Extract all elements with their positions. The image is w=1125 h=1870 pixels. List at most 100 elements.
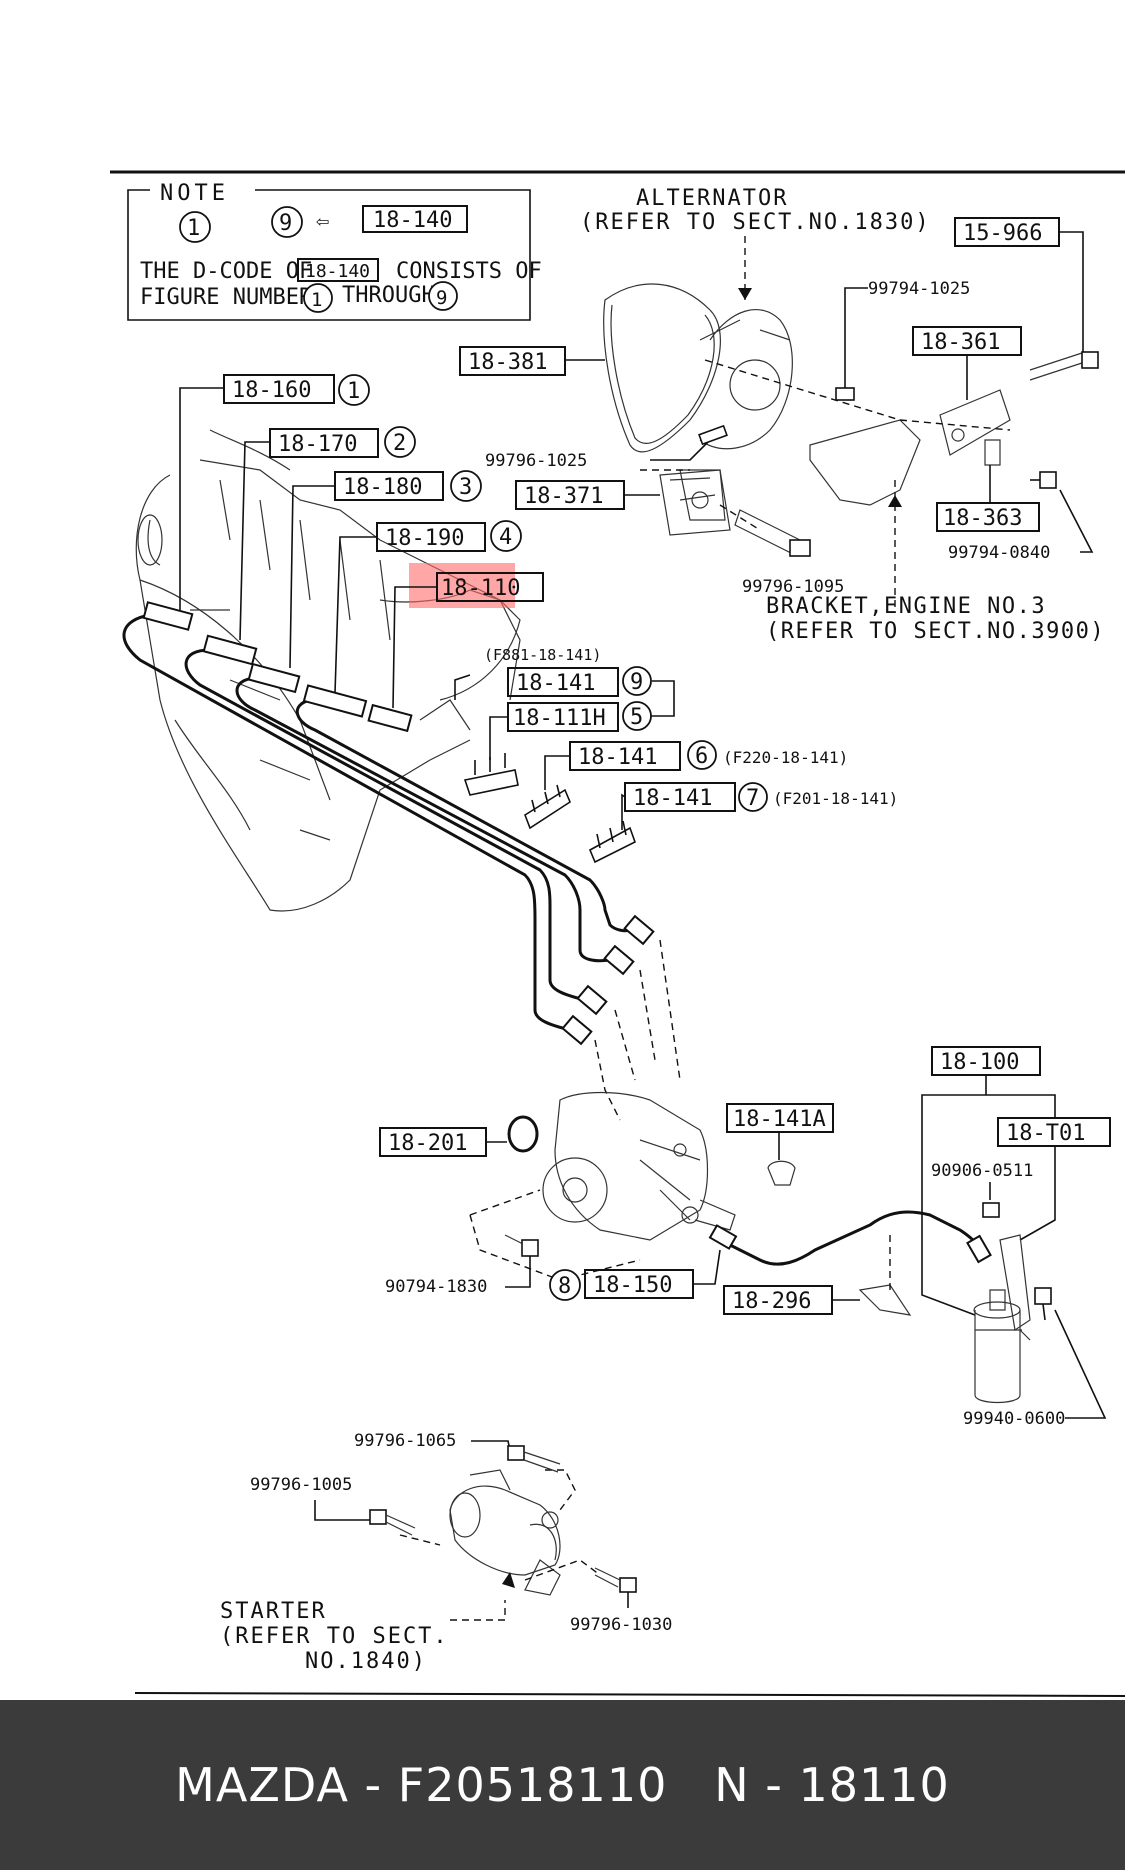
part-label-18-160: 18-160 xyxy=(232,378,311,403)
bottom-border xyxy=(134,1692,1125,1697)
coil-wire xyxy=(719,1210,983,1266)
alternator-label: ALTERNATOR xyxy=(636,186,788,211)
leader-18-160 xyxy=(179,387,224,610)
figure-circle xyxy=(271,206,303,238)
part-label-15-966: 15-966 xyxy=(963,221,1042,246)
part-box-18-110[interactable] xyxy=(436,572,544,602)
leader-18-190 xyxy=(334,536,377,694)
note-line2a: FIGURE NUMBERS xyxy=(140,285,325,310)
leader-18-170 xyxy=(239,441,270,641)
part-label-18-110: 18-110 xyxy=(441,576,520,601)
figure-circle xyxy=(303,283,333,313)
caption-bar: MAZDA - F20518110 N - 18110 xyxy=(0,1700,1125,1870)
part-label-18-361: 18-361 xyxy=(921,330,1000,355)
ref-f881: (F881-18-141) xyxy=(484,646,601,664)
part-label-18-141-6: 18-141 xyxy=(578,745,657,770)
part-label-18-100: 18-100 xyxy=(940,1050,1019,1075)
leader-18-180 xyxy=(289,485,335,669)
bolt-icon xyxy=(835,387,855,401)
clip-icon xyxy=(588,820,636,864)
bolt-icon xyxy=(1034,1287,1052,1305)
part-box-18-141-9[interactable] xyxy=(507,667,619,697)
ref-f220: (F220-18-141) xyxy=(723,748,848,767)
bolt-99794-0840: 99794-0840 xyxy=(948,543,1050,563)
note-ref-box xyxy=(362,205,468,233)
part-label-18-190: 18-190 xyxy=(385,526,464,551)
bracket-part-icon xyxy=(659,469,731,536)
part-box-18-t01[interactable] xyxy=(997,1117,1111,1147)
figure-circle-5 xyxy=(622,701,652,731)
part-box-18-381[interactable] xyxy=(459,346,566,376)
starter-dash xyxy=(399,1469,601,1581)
ref-f201: (F201-18-141) xyxy=(773,789,898,808)
figure-circle-9 xyxy=(622,666,652,696)
figure-3: 3 xyxy=(459,475,472,500)
part-label-18-180: 18-180 xyxy=(343,475,422,500)
spark-plug-wires xyxy=(122,601,681,1121)
bolt-icon xyxy=(619,1577,637,1593)
starter-drawing xyxy=(449,1469,561,1596)
figure-circle-2 xyxy=(384,426,416,458)
leader-clip-9 xyxy=(454,674,471,700)
figure-circle-1 xyxy=(338,374,370,406)
leader-90794-1830 xyxy=(505,1255,531,1288)
part-box-18-170[interactable] xyxy=(269,428,379,458)
bolt-99940-0600: 99940-0600 xyxy=(963,1409,1065,1429)
bolt-90906-0511: 90906-0511 xyxy=(931,1161,1033,1181)
part-box-18-190[interactable] xyxy=(376,522,486,552)
bolt-icon xyxy=(1081,351,1099,369)
bolt-icon xyxy=(369,1509,387,1525)
leader-99794-0840 xyxy=(1059,489,1094,553)
bolt-shank-icon xyxy=(523,1451,561,1473)
part-box-18-180[interactable] xyxy=(334,471,444,501)
figure-circle-3 xyxy=(450,470,482,502)
part-label-18-170: 18-170 xyxy=(278,432,357,457)
bolt-long-icon xyxy=(1029,351,1086,381)
part-box-18-141a[interactable] xyxy=(726,1103,834,1133)
note-fig-from: 1 xyxy=(187,216,200,241)
distributor-dash xyxy=(469,1189,641,1281)
leader-99794-1025 xyxy=(844,287,868,390)
part-label-18-201: 18-201 xyxy=(388,1131,467,1156)
note-box: NOTE 1 9 ⇦ 18-140 THE D-CODE OF 18-140 C… xyxy=(127,181,542,321)
clip-icon xyxy=(524,784,571,830)
figure-5: 5 xyxy=(630,705,643,730)
leader-99940-0600 xyxy=(1054,1309,1107,1419)
leader-clip-6 xyxy=(544,755,570,790)
note-fig-to: 9 xyxy=(279,211,292,236)
arrow-icon xyxy=(502,1572,515,1588)
part-box-18-141-7[interactable] xyxy=(624,782,736,812)
note-title: NOTE xyxy=(160,181,229,206)
part-box-18-160[interactable] xyxy=(223,374,335,404)
part-label-18-141a: 18-141A xyxy=(733,1107,826,1132)
nut-icon xyxy=(982,1202,1000,1218)
parts-diagram: NOTE 1 9 ⇦ 18-140 THE D-CODE OF 18-140 C… xyxy=(110,170,1125,1697)
part-label-18-t01: 18-T01 xyxy=(1006,1121,1085,1146)
leader-18-110 xyxy=(392,586,437,709)
bolt-stub xyxy=(1042,1303,1046,1321)
alternator-dash-2 xyxy=(640,469,761,531)
alternator-ref: (REFER TO SECT.NO.1830) xyxy=(580,210,931,235)
bolt-99796-1025: 99796-1025 xyxy=(485,451,587,471)
part-box-18-363[interactable] xyxy=(936,502,1040,532)
bolt-shank-icon xyxy=(385,1514,416,1536)
part-box-18-141-6[interactable] xyxy=(569,741,681,771)
figure-circle xyxy=(428,281,458,311)
ignition-coil-drawing xyxy=(973,1234,1031,1404)
note-ref: 18-140 xyxy=(373,208,452,233)
bolt-icon xyxy=(698,424,728,446)
part-label-18-141-7: 18-141 xyxy=(633,786,712,811)
bolt-99794-1025: 99794-1025 xyxy=(868,279,970,299)
figure-6: 6 xyxy=(695,744,708,769)
starter-ref1: (REFER TO SECT. xyxy=(220,1624,449,1649)
bolt-icon xyxy=(521,1239,539,1257)
figure-1: 1 xyxy=(347,379,360,404)
clip-icon xyxy=(767,1160,796,1186)
note-line1a: THE D-CODE OF xyxy=(140,259,312,284)
alternator-drawing xyxy=(603,283,1011,521)
figure-4: 4 xyxy=(499,525,512,550)
engine-block-drawing xyxy=(135,429,521,912)
bracket-label: BRACKET,ENGINE NO.3 xyxy=(766,594,1046,619)
figure-circle-8 xyxy=(549,1269,581,1301)
leader-18-100 xyxy=(921,1075,1056,1316)
